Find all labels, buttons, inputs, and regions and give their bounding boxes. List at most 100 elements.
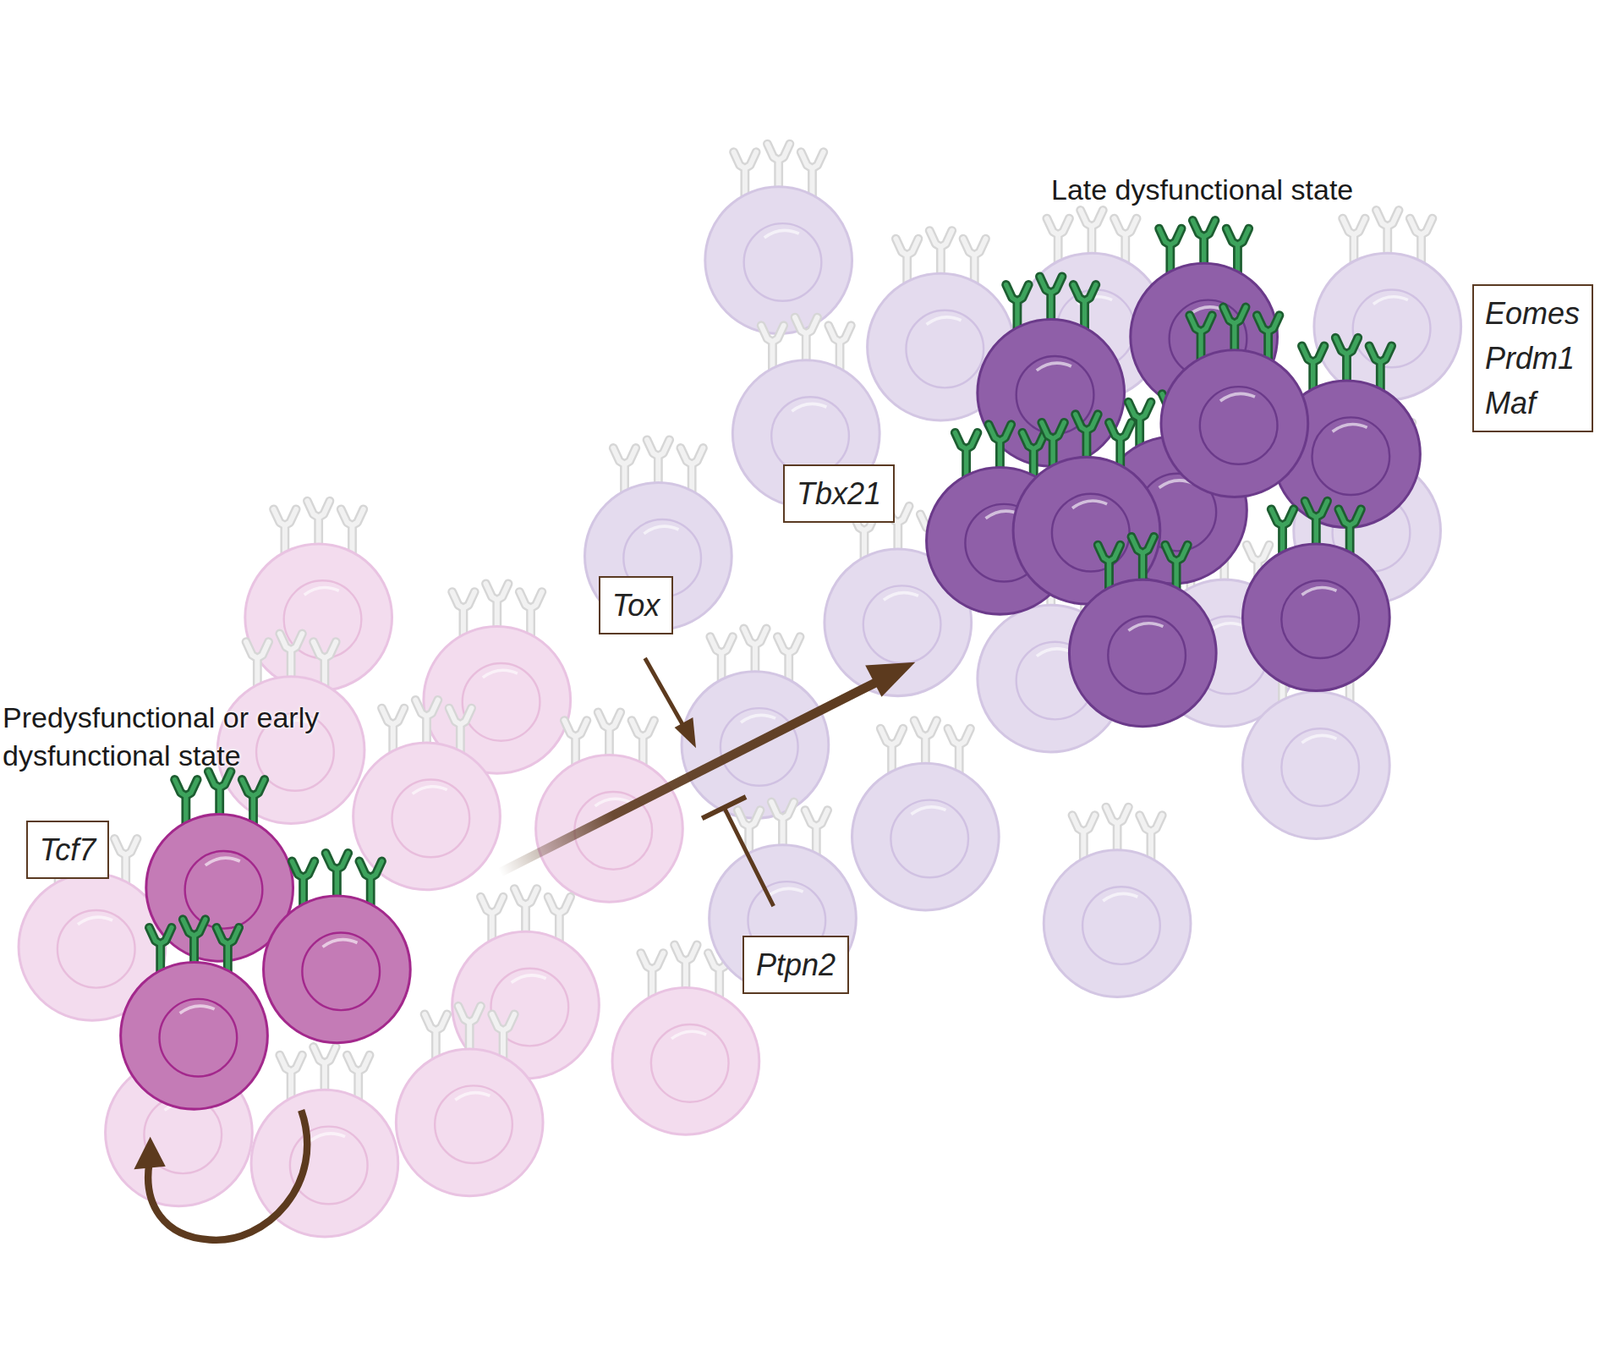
cell-highlight [1373, 296, 1409, 305]
cell-nucleus [159, 998, 238, 1077]
receptor [929, 230, 953, 278]
cell-highlight [180, 1005, 215, 1014]
receptor-outline [767, 143, 790, 191]
receptor-outline [208, 771, 231, 818]
cell-highlight [1072, 500, 1107, 509]
gene-box: Ptpn2 [742, 935, 850, 994]
receptor-outline [306, 500, 330, 548]
cell-nucleus [57, 909, 136, 988]
receptor [1106, 806, 1129, 854]
cell-body [1068, 579, 1217, 727]
cell-highlight [1128, 623, 1163, 631]
t-cell [251, 1046, 399, 1237]
cell-highlight [1036, 648, 1072, 657]
cell-nucleus [1281, 580, 1359, 658]
cell-highlight [1220, 393, 1255, 401]
receptor [646, 439, 670, 487]
cell-body [395, 1048, 543, 1196]
receptor-outline [514, 888, 537, 936]
cell-body [1314, 252, 1462, 400]
cell-body [1043, 849, 1191, 998]
cell-body [245, 543, 393, 691]
gene-box: Tcf7 [26, 820, 110, 879]
cell-body [852, 762, 1000, 910]
cell-body [263, 895, 411, 1043]
receptor-outline [914, 720, 937, 768]
receptor [306, 500, 330, 548]
self-renewal-arrow [147, 1109, 307, 1240]
cell-nucleus [651, 1024, 729, 1102]
receptor-outline [674, 944, 698, 992]
receptor [485, 583, 509, 631]
cell-highlight [791, 403, 827, 411]
receptor [1080, 209, 1104, 257]
receptor [279, 633, 303, 680]
receptor-outline [458, 1005, 482, 1053]
receptor [1075, 414, 1099, 461]
t-cell [120, 919, 269, 1109]
cell-nucleus [301, 931, 380, 1010]
receptor [914, 720, 937, 768]
cell-highlight [740, 714, 776, 723]
gene-name: Tox [612, 582, 661, 628]
cell-highlight [1301, 587, 1337, 596]
inhibition-bar [701, 796, 746, 818]
gene-name: Tbx21 [796, 471, 882, 516]
cell-highlight [511, 975, 547, 983]
t-cell [705, 143, 853, 334]
tox-promote-line [645, 657, 685, 727]
receptor [182, 919, 206, 966]
receptor-outline [1106, 806, 1129, 854]
receptor [1039, 276, 1063, 324]
receptor-outline [182, 919, 206, 966]
cell-body [1242, 691, 1390, 839]
receptor [767, 143, 790, 191]
t-cell [1314, 209, 1462, 400]
gene-box: Eomes Prdm1 Maf [1472, 284, 1594, 433]
cell-highlight [1102, 893, 1138, 901]
receptor [325, 852, 349, 899]
receptor [208, 771, 231, 818]
cell-body [1161, 350, 1309, 498]
t-cell [852, 720, 1000, 910]
receptor [674, 944, 698, 992]
t-cell [536, 712, 684, 902]
cell-highlight [482, 669, 518, 678]
receptor-outline [415, 699, 439, 746]
cell-highlight [304, 587, 340, 596]
t-cell [263, 852, 411, 1042]
cell-nucleus [905, 310, 984, 389]
t-cell [245, 500, 393, 691]
arrowhead [865, 662, 916, 697]
cell-nucleus [720, 707, 799, 786]
t-cell [1013, 414, 1161, 604]
ptpn2-inhibit-line [724, 807, 774, 906]
receptor-outline [1223, 306, 1247, 354]
cell-highlight [764, 230, 800, 238]
cell-nucleus [744, 223, 822, 302]
state-label: Predysfunctional or early dysfunctional … [2, 698, 400, 775]
receptor-outline [279, 633, 303, 680]
cell-highlight [768, 887, 804, 896]
receptor-outline [1131, 536, 1155, 583]
cell-nucleus [863, 585, 942, 664]
cell-highlight [454, 1092, 490, 1101]
cell-body [709, 844, 857, 992]
gene-name: Tcf7 [39, 827, 97, 872]
receptor-outline [485, 583, 509, 631]
receptor [744, 628, 768, 675]
receptor-outline [313, 1046, 337, 1094]
receptor-outline [988, 424, 1012, 472]
cell-highlight [1036, 362, 1072, 371]
cell-highlight [926, 317, 962, 325]
cell-highlight [883, 592, 919, 601]
receptor [1304, 500, 1328, 548]
receptor-outline [1335, 337, 1359, 384]
progression-arrow [499, 680, 880, 873]
cell-highlight [412, 786, 448, 795]
cell-highlight [643, 526, 679, 534]
t-cell [1242, 500, 1390, 691]
receptor-outline [771, 801, 795, 849]
receptor-outline [1192, 220, 1216, 268]
